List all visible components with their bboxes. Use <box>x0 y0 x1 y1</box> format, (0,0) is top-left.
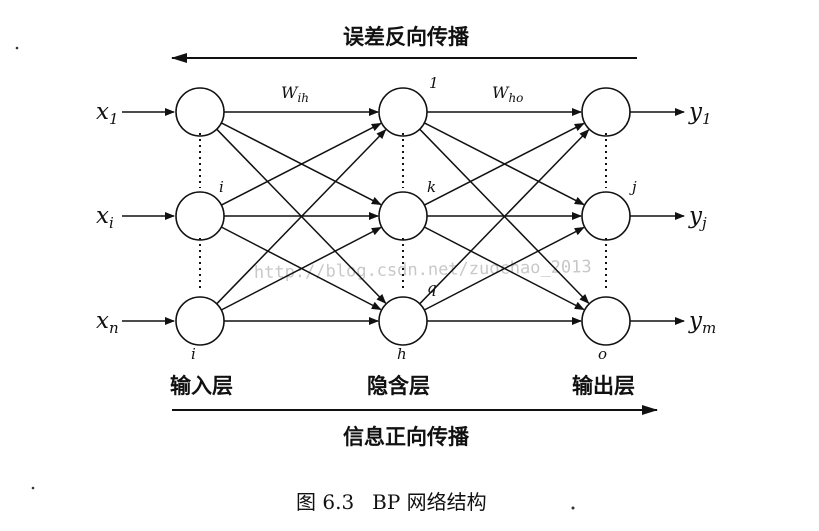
input-node-2 <box>175 296 225 346</box>
output-node-1 <box>581 191 631 241</box>
input-layer-label: 输入层 <box>170 374 233 398</box>
output-node-index-bottom: o <box>598 345 607 363</box>
edge-hidden-2-to-output-0 <box>419 129 590 305</box>
scan-speck-3 <box>571 506 575 510</box>
output-label-1: y1 <box>688 99 712 128</box>
input-node-1 <box>175 191 225 241</box>
edge-input-1-to-hidden-0 <box>221 122 382 206</box>
input-label-i: xi <box>96 203 114 232</box>
forward-label: 信息正向传播 <box>343 425 470 449</box>
hidden-node-index-top: 1 <box>429 74 439 92</box>
input-label-1: x1 <box>96 99 119 128</box>
edge-input-2-to-hidden-0 <box>216 129 387 305</box>
hidden-node-index-sub: q <box>427 279 437 297</box>
output-node-0 <box>581 87 631 137</box>
edge-hidden-1-to-output-0 <box>424 122 585 206</box>
backward-label: 误差反向传播 <box>343 25 470 49</box>
hidden-node-0 <box>378 87 428 137</box>
hidden-node-index-bottom: h <box>397 345 407 363</box>
connection-lines <box>216 108 590 325</box>
output-label-m: ym <box>688 308 716 337</box>
input-label-n: xn <box>96 308 119 337</box>
input-node-index-bottom: i <box>191 345 196 363</box>
weight-label-ho: Who <box>492 83 523 105</box>
hidden-layer-label: 隐含层 <box>367 374 430 398</box>
input-node-0 <box>175 87 225 137</box>
scan-speck-2 <box>31 486 35 490</box>
output-layer-label: 输出层 <box>572 374 635 398</box>
input-node-index-mid: i <box>219 178 224 196</box>
edge-hidden-2-to-output-1 <box>423 226 585 311</box>
output-node-index-mid: j <box>629 178 637 196</box>
edge-input-2-to-hidden-1 <box>220 226 382 311</box>
neuron-nodes <box>175 87 631 346</box>
hidden-node-1 <box>378 191 428 241</box>
output-node-2 <box>581 296 631 346</box>
weight-label-ih: Wih <box>281 83 309 105</box>
hidden-node-index-mid: k <box>427 178 436 196</box>
scan-speck-1 <box>15 46 19 50</box>
output-label-j: yj <box>688 203 707 232</box>
hidden-node-2 <box>378 296 428 346</box>
